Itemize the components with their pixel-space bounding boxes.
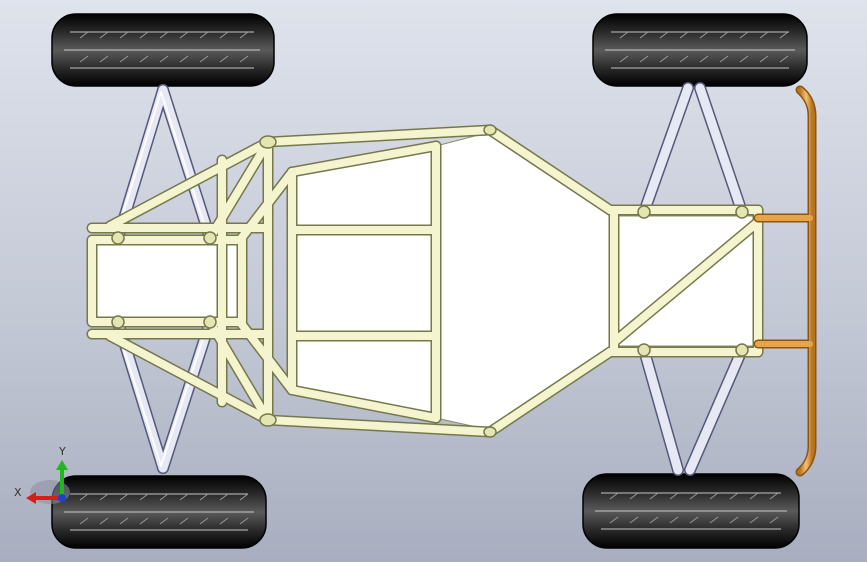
front-bumper: [753, 85, 817, 477]
z-axis-dot: [58, 494, 66, 502]
y-axis-label: Y: [58, 445, 66, 458]
wheel-front-left: [51, 13, 275, 87]
coordinate-triad[interactable]: Y X: [14, 445, 70, 504]
wheel-front-right: [592, 13, 808, 87]
tube-frame: [86, 124, 764, 438]
y-axis-arrow: [56, 460, 68, 470]
x-axis-arrow: [26, 492, 36, 504]
wheel-rear-left: [51, 475, 267, 549]
x-axis-label: X: [14, 486, 22, 499]
wheel-rear-right: [582, 473, 800, 549]
